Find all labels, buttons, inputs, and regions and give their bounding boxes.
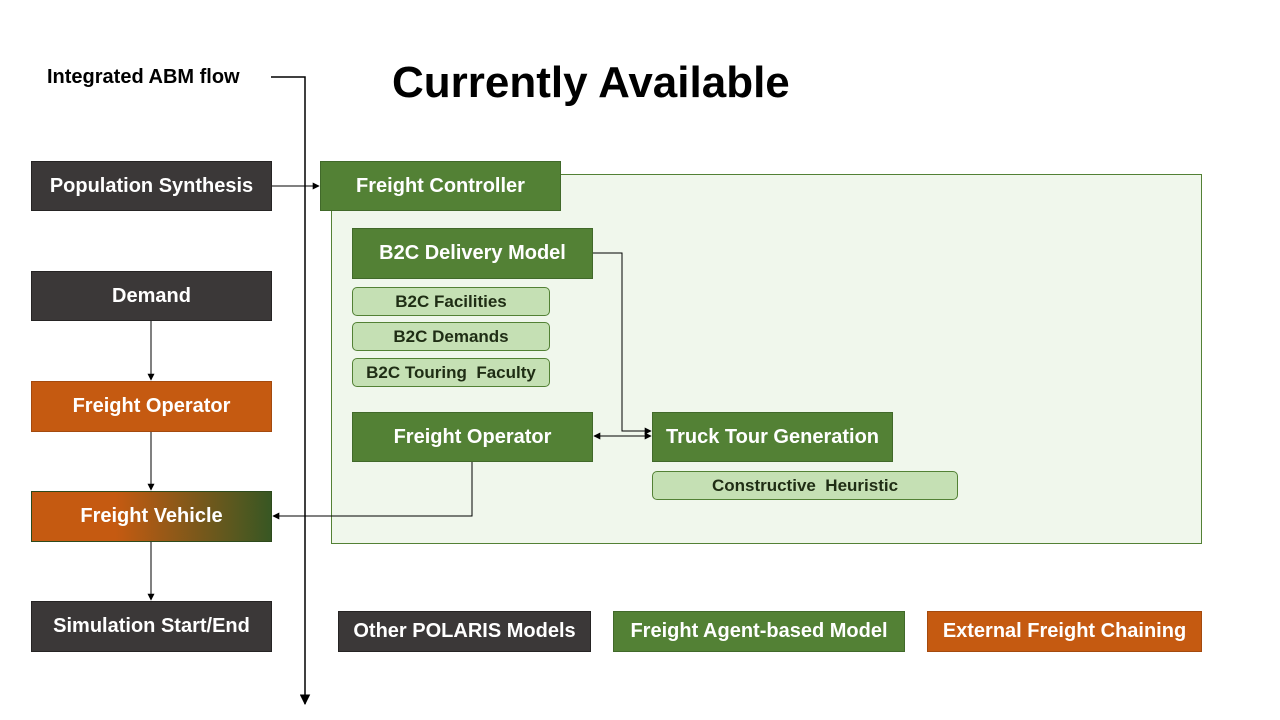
b2c-facilities-pill: B2C Facilities <box>352 287 550 316</box>
legend-external-chaining: External Freight Chaining <box>927 611 1202 652</box>
operator-to-vehicle-return-arrow <box>272 462 473 520</box>
freight-operator-abm-box: Freight Operator <box>352 412 593 462</box>
b2c-touring-label: B2C Touring Faculty <box>366 362 536 382</box>
legend-other-models-label: Other POLARIS Models <box>353 620 576 642</box>
freight-controller-label: Freight Controller <box>356 174 525 197</box>
truck-tour-generation-label: Truck Tour Generation <box>666 425 879 448</box>
b2c-touring-pill: B2C Touring Faculty <box>352 358 550 387</box>
legend-freight-abm: Freight Agent-based Model <box>613 611 905 652</box>
freight-controller-box: Freight Controller <box>320 161 561 211</box>
page-title: Currently Available <box>392 58 790 107</box>
b2c-to-truck-tour-arrow <box>593 252 652 435</box>
b2c-demands-pill: B2C Demands <box>352 322 550 351</box>
legend-external-chaining-label: External Freight Chaining <box>942 620 1187 642</box>
population-synthesis-box: Population Synthesis <box>31 161 272 211</box>
b2c-delivery-model-box: B2C Delivery Model <box>352 228 593 279</box>
freight-operator-external-box: Freight Operator <box>31 381 272 432</box>
constructive-heuristic-pill: Constructive Heuristic <box>652 471 958 500</box>
legend-other-models: Other POLARIS Models <box>338 611 591 652</box>
freight-vehicle-box: Freight Vehicle <box>31 491 272 542</box>
b2c-facilities-label: B2C Facilities <box>395 291 507 311</box>
simulation-label: Simulation Start/End <box>53 615 250 637</box>
simulation-box: Simulation Start/End <box>31 601 272 652</box>
legend-freight-abm-label: Freight Agent-based Model <box>630 620 888 642</box>
truck-tour-generation-box: Truck Tour Generation <box>652 412 893 462</box>
demand-box: Demand <box>31 271 272 321</box>
constructive-heuristic-label: Constructive Heuristic <box>711 475 899 495</box>
freight-vehicle-label: Freight Vehicle <box>80 505 223 527</box>
integrated-abm-flow-label: Integrated ABM flow <box>47 66 240 88</box>
demand-label: Demand <box>112 284 191 307</box>
abm-flow-line <box>271 76 311 706</box>
freight-operator-abm-label: Freight Operator <box>393 425 552 448</box>
freight-operator-external-label: Freight Operator <box>72 395 231 417</box>
b2c-demands-label: B2C Demands <box>393 326 509 346</box>
population-synthesis-label: Population Synthesis <box>49 174 254 197</box>
b2c-delivery-model-label: B2C Delivery Model <box>379 242 566 264</box>
